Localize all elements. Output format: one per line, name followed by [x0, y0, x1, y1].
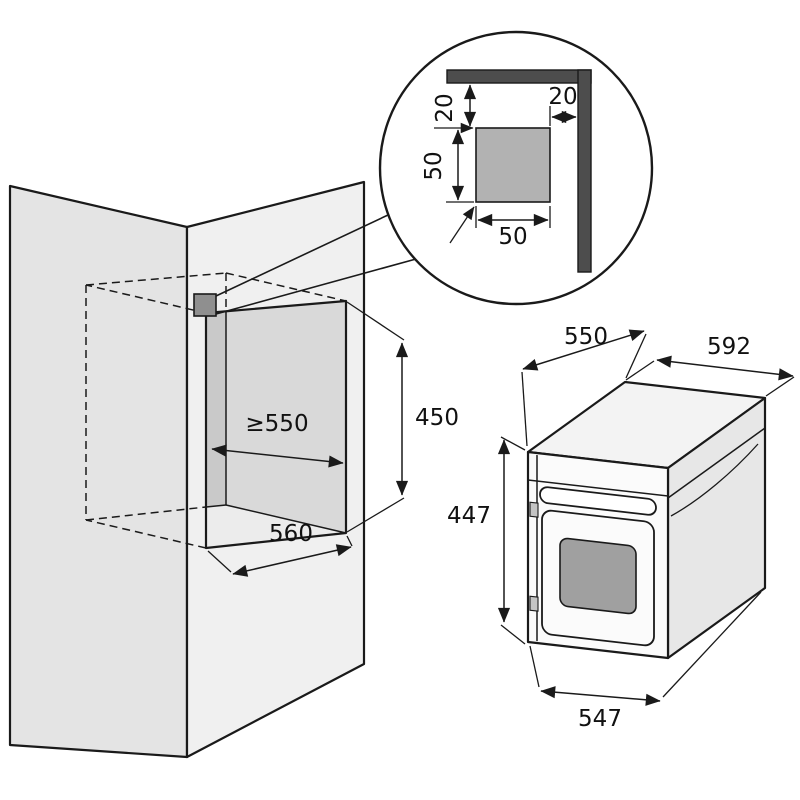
ext-line	[662, 591, 762, 698]
ceiling-cutout-marker	[193, 293, 217, 317]
niche-dimensions: ≥550 450 560	[207, 301, 459, 577]
hidden-edge	[85, 519, 207, 549]
door-inner-frame	[541, 509, 655, 647]
oven-height-label: 447	[447, 503, 491, 529]
callout-offset-right-label: 20	[548, 84, 577, 110]
ext-line	[529, 645, 540, 688]
niche-back-wall	[206, 311, 226, 507]
callout-cutout-square	[475, 127, 551, 203]
niche-opening-outline	[204, 299, 348, 550]
ext-line	[765, 376, 795, 397]
oven	[526, 380, 767, 660]
callout-right-wall	[577, 69, 592, 273]
dim-niche-depth	[211, 444, 344, 468]
door-hinge	[529, 501, 539, 518]
ext-line	[500, 624, 526, 645]
callout-top-wall	[446, 69, 592, 84]
niche-width-label: 560	[269, 521, 313, 547]
ext-line	[346, 497, 405, 533]
ext-line	[207, 550, 232, 573]
ext-line	[521, 371, 528, 447]
niche-floor-back-edge	[205, 504, 227, 508]
ext-line	[500, 436, 526, 451]
dim-oven-width	[656, 355, 794, 381]
ext-line	[346, 301, 405, 341]
cabinet-left-face	[8, 184, 189, 759]
niche-detail-callout: 20 20 50 50	[378, 30, 654, 306]
dim-niche-width	[232, 544, 352, 577]
ext-line	[625, 360, 655, 381]
door-window	[559, 537, 637, 615]
dim-oven-bottom-depth	[540, 686, 661, 706]
ext-line	[625, 333, 647, 379]
door-hinge	[529, 595, 539, 612]
oven-handle	[539, 486, 657, 516]
oven-bottom-depth-label: 547	[578, 706, 622, 732]
oven-door	[528, 454, 668, 647]
callout-cutout-width-label: 50	[498, 224, 527, 250]
oven-top-depth-label: 550	[564, 324, 608, 350]
hidden-edge	[225, 272, 347, 302]
side-panel-line	[667, 427, 766, 499]
callout-offset-top-label: 20	[432, 93, 458, 122]
callout-corner-leader	[449, 206, 475, 244]
oven-width-label: 592	[707, 334, 751, 360]
niche-right-wall	[226, 301, 346, 533]
side-handle-curve	[670, 443, 759, 517]
niche	[85, 272, 348, 550]
callout-leader-top	[215, 214, 389, 297]
dim-oven-top-depth	[522, 329, 645, 371]
niche-wall-bottom-edge	[225, 504, 347, 534]
niche-height-label: 450	[415, 405, 459, 431]
hidden-edge	[85, 284, 207, 314]
hidden-edge	[85, 506, 207, 521]
control-panel-line	[528, 479, 668, 497]
callout-leader-bottom	[215, 258, 417, 315]
oven-dimensions: 550 592 447 547	[447, 324, 795, 732]
niche-floor	[206, 505, 346, 548]
callout-cutout-height-label: 50	[421, 151, 447, 180]
hidden-edge	[85, 272, 227, 286]
niche-depth-label: ≥550	[245, 411, 308, 437]
